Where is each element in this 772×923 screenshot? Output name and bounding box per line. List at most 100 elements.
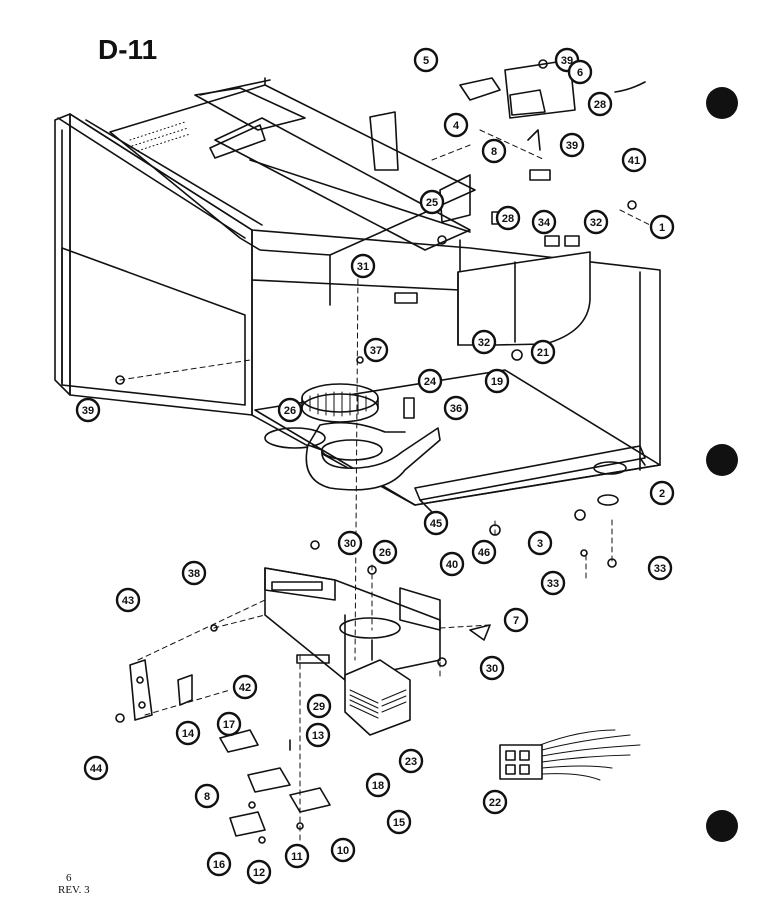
switch-bracket [129, 659, 153, 721]
callout-label: 15 [393, 817, 405, 829]
callout-label: 3 [537, 538, 543, 550]
wire-harness [499, 729, 641, 781]
callout-30: 30 [337, 530, 363, 556]
callout-label: 43 [122, 595, 134, 607]
callout-label: 37 [370, 345, 382, 357]
blower-housing [305, 421, 441, 491]
callout-41: 41 [621, 147, 647, 173]
callout-label: 7 [513, 615, 519, 627]
callout-label: 5 [423, 55, 429, 67]
assembly-leaders [119, 129, 651, 841]
callout-label: 30 [344, 538, 356, 550]
callout-43: 43 [115, 587, 141, 613]
callout-label: 32 [478, 337, 490, 349]
callout-label: 13 [312, 730, 324, 742]
callout-label: 21 [537, 347, 549, 359]
base-bracket [264, 567, 441, 681]
callout-8: 8 [481, 138, 507, 164]
callout-25: 25 [419, 189, 445, 215]
callout-30: 30 [479, 655, 505, 681]
callout-18: 18 [365, 772, 391, 798]
callout-45: 45 [423, 510, 449, 536]
page-title: D-11 [98, 34, 158, 65]
callout-label: 28 [594, 99, 606, 111]
callout-29: 29 [306, 693, 332, 719]
callout-4: 4 [443, 112, 469, 138]
callout-32: 32 [471, 329, 497, 355]
callout-label: 28 [502, 213, 514, 225]
callout-label: 41 [628, 155, 640, 167]
callout-32: 32 [583, 209, 609, 235]
callout-label: 11 [291, 851, 303, 863]
binder-hole-mark [706, 444, 738, 476]
callout-label: 23 [405, 756, 417, 768]
binder-hole-mark [706, 810, 738, 842]
callout-33: 33 [540, 570, 566, 596]
callout-2: 2 [649, 480, 675, 506]
callout-label: 14 [182, 728, 195, 740]
callout-label: 30 [486, 663, 498, 675]
callout-label: 8 [204, 791, 210, 803]
callout-36: 36 [443, 395, 469, 421]
callout-14: 14 [175, 720, 201, 746]
callout-label: 39 [82, 405, 94, 417]
callout-8: 8 [194, 783, 220, 809]
thermostat-parts [459, 59, 646, 247]
callout-label: 2 [659, 488, 665, 500]
callout-label: 24 [424, 376, 437, 388]
callout-label: 45 [430, 518, 442, 530]
callout-label: 10 [337, 845, 349, 857]
callout-5: 5 [413, 47, 439, 73]
callout-26: 26 [372, 539, 398, 565]
latch [177, 674, 193, 706]
callout-label: 36 [450, 403, 462, 415]
callout-label: 25 [426, 197, 438, 209]
callout-label: 1 [659, 222, 665, 234]
callout-label: 26 [379, 547, 391, 559]
callout-label: 38 [188, 568, 200, 580]
callout-39: 39 [75, 397, 101, 423]
callout-40: 40 [439, 551, 465, 577]
cavity-assembly [54, 77, 661, 521]
callout-label: 19 [491, 376, 503, 388]
callout-label: 22 [489, 797, 501, 809]
callout-44: 44 [83, 755, 109, 781]
callout-24: 24 [417, 368, 443, 394]
callout-28: 28 [495, 205, 521, 231]
callout-label: 34 [538, 217, 551, 229]
callout-31: 31 [350, 253, 376, 279]
revision-label: REV. 3 [58, 884, 90, 896]
callout-22: 22 [482, 789, 508, 815]
callout-10: 10 [330, 837, 356, 863]
callout-label: 32 [590, 217, 602, 229]
callout-28: 28 [587, 91, 613, 117]
callout-7: 7 [503, 607, 529, 633]
callout-6: 6 [567, 59, 593, 85]
callout-37: 37 [363, 337, 389, 363]
callout-11: 11 [284, 843, 310, 869]
binder-hole-mark [706, 87, 738, 119]
fan-motor [344, 639, 411, 736]
callout-33: 33 [647, 555, 673, 581]
callout-label: 18 [372, 780, 384, 792]
callout-label: 44 [90, 763, 103, 775]
callout-label: 12 [253, 867, 265, 879]
callout-label: 46 [478, 547, 490, 559]
callout-16: 16 [206, 851, 232, 877]
callout-label: 8 [491, 146, 497, 158]
callout-1: 1 [649, 214, 675, 240]
callout-label: 4 [453, 120, 460, 132]
callout-label: 33 [654, 563, 666, 575]
callout-3: 3 [527, 530, 553, 556]
callout-15: 15 [386, 809, 412, 835]
callout-46: 46 [471, 539, 497, 565]
callout-34: 34 [531, 209, 557, 235]
callout-13: 13 [305, 722, 331, 748]
callout-label: 40 [446, 559, 458, 571]
callout-label: 39 [561, 55, 573, 67]
page-footer: 6 REV. 3 [58, 872, 90, 896]
callout-label: 42 [239, 682, 251, 694]
callout-12: 12 [246, 859, 272, 885]
